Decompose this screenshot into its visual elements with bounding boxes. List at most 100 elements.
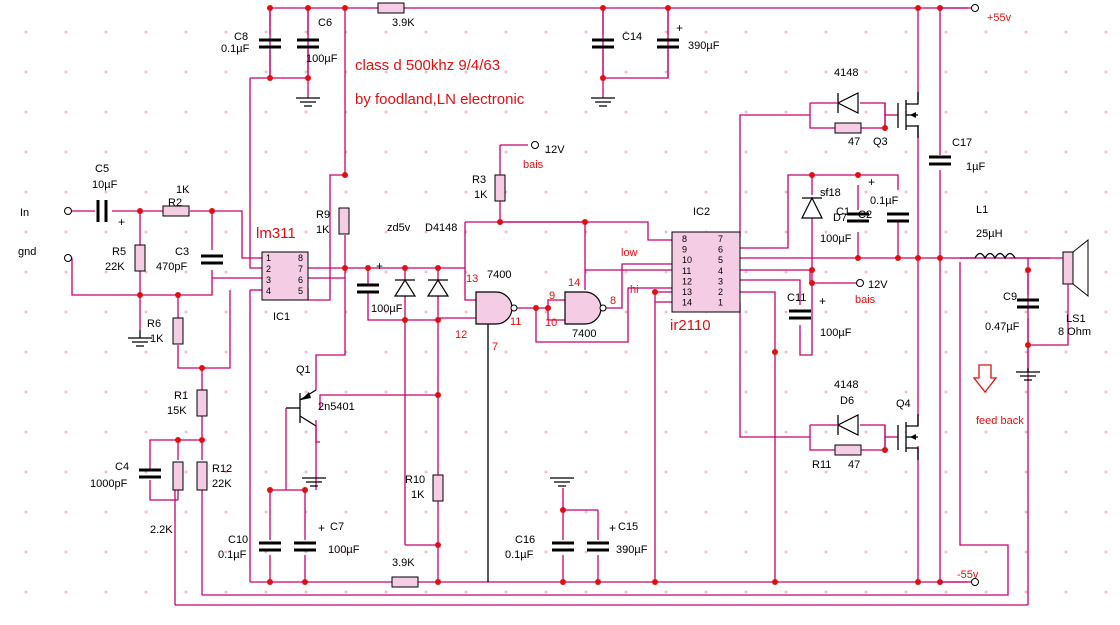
- resistors: [134, 2, 862, 588]
- q4-name: Q4: [896, 398, 911, 410]
- terminals: [64, 4, 979, 586]
- wires: [71, 7, 1050, 606]
- q1-value: 2n5401: [318, 401, 355, 413]
- r1-name: R1: [174, 390, 188, 402]
- d4148-label: D4148: [425, 222, 457, 234]
- ic2-pin-left-14: 14: [682, 298, 692, 308]
- labels: class d 500khz 9/4/63 by foodland,LN ele…: [18, 12, 1091, 581]
- gate1-pin-out: 11: [510, 316, 521, 328]
- signal-low-label: low: [621, 247, 638, 259]
- ground-symbols: [128, 97, 1040, 510]
- ic2-pin-left-9: 9: [682, 245, 687, 255]
- r10-name: R10: [405, 474, 425, 486]
- r11-value: 47: [848, 459, 860, 471]
- nand-gate-1: [475, 291, 518, 325]
- c14-value: 390µF: [688, 40, 720, 52]
- ls1-value: 8 Ohm: [1058, 326, 1091, 338]
- capacitors: + + + + + + +: [96, 21, 1039, 552]
- ic2-pin-right-3: 3: [718, 276, 723, 286]
- svg-text:+: +: [868, 175, 875, 189]
- speaker-ls1: [1050, 238, 1089, 346]
- ic1-name: IC1: [273, 311, 290, 323]
- gate2-part: 7400: [572, 328, 596, 340]
- l1-value: 25µH: [976, 228, 1003, 240]
- bias-mid-label: bais: [855, 294, 876, 306]
- c7-value: 100µF: [328, 544, 360, 556]
- svg-text:+: +: [609, 521, 616, 535]
- ic2-pin-right-1: 1: [718, 298, 723, 308]
- bias-top-voltage: 12V: [545, 144, 565, 156]
- r3-name: R3: [472, 174, 486, 186]
- ic2-name: IC2: [693, 206, 710, 218]
- r9-value: 1K: [316, 224, 330, 236]
- svg-text:8: 8: [298, 253, 303, 263]
- bias-top-label: bais: [523, 159, 544, 171]
- ic2-pin-right-5: 5: [718, 255, 723, 265]
- c9-name: C9: [1003, 291, 1017, 303]
- nand-gate-2: [564, 291, 607, 325]
- ic2-pin-right-2: 2: [718, 287, 723, 297]
- c10-value: 0.1µF: [218, 549, 247, 561]
- svg-text:4: 4: [266, 286, 271, 296]
- c2-name: C2: [858, 209, 872, 221]
- transistors: [285, 92, 919, 490]
- ic2-pin-left-10: 10: [682, 255, 692, 265]
- r10-value: 1K: [411, 489, 425, 501]
- c15-name: C15: [618, 521, 638, 533]
- gate2-pin-b: 10: [545, 317, 557, 329]
- ic2-pin-right-7: 7: [718, 234, 723, 244]
- c17-value: 1µF: [966, 161, 985, 173]
- c6-value: 100µF: [306, 53, 338, 65]
- junctions: [137, 5, 1031, 585]
- r-22k-bottom: 2.2K: [150, 524, 173, 536]
- title-line2: by foodland,LN electronic: [355, 91, 525, 108]
- svg-text:+: +: [376, 259, 383, 273]
- r6-name: R6: [147, 318, 161, 330]
- ic2-pin-left-12: 12: [682, 276, 692, 286]
- gate2-pin-out: 8: [610, 295, 616, 307]
- diodes: [393, 92, 859, 437]
- svg-text:5: 5: [298, 286, 303, 296]
- c1-value: 100µF: [820, 233, 852, 245]
- r-top-value: 3.9K: [392, 17, 415, 29]
- ic2-pin-left-11: 11: [682, 266, 691, 276]
- ic2-pin-left-8: 8: [682, 234, 687, 244]
- c17-name: C17: [952, 137, 972, 149]
- c5-name: C5: [95, 163, 109, 175]
- r12-value: 22K: [212, 478, 232, 490]
- r3-value: 1K: [474, 189, 488, 201]
- q1-name: Q1: [296, 364, 311, 376]
- c3-value: 470pF: [156, 261, 187, 273]
- r6-value: 1K: [150, 333, 164, 345]
- ic2-ir2110: [671, 231, 741, 313]
- c1-name: C1: [836, 206, 850, 218]
- gate2-pin-vcc: 14: [568, 277, 580, 289]
- c11-value: 100µF: [820, 327, 852, 339]
- svg-text:+: +: [676, 21, 683, 35]
- signal-hi-label: hi: [630, 284, 639, 296]
- inductor-l1: [960, 252, 1016, 260]
- c-zd-value-shown: 100µF: [371, 303, 403, 315]
- r5-name: R5: [112, 246, 126, 258]
- c10-name: C10: [228, 534, 248, 546]
- c16-value: 0.1µF: [505, 549, 534, 561]
- ic2-pin-left-13: 13: [682, 287, 692, 297]
- svg-text:+: +: [118, 215, 125, 229]
- q3-name: Q3: [873, 136, 888, 148]
- svg-text:2: 2: [266, 264, 271, 274]
- c16-name: C16: [515, 534, 535, 546]
- gate1-pin-b: 12: [455, 329, 467, 341]
- c5-value: 10µF: [92, 179, 118, 191]
- ls1-name: LS1: [1066, 313, 1086, 325]
- ic2-part: ir2110: [670, 317, 711, 334]
- title-line1: class d 500khz 9/4/63: [355, 57, 500, 74]
- feedback-label: feed back: [976, 415, 1024, 427]
- r-d3-value: 47: [848, 136, 860, 148]
- d6-name: D6: [840, 395, 854, 407]
- svg-text:6: 6: [298, 275, 303, 285]
- r1-value: 15K: [167, 405, 187, 417]
- svg-text:7: 7: [298, 264, 303, 274]
